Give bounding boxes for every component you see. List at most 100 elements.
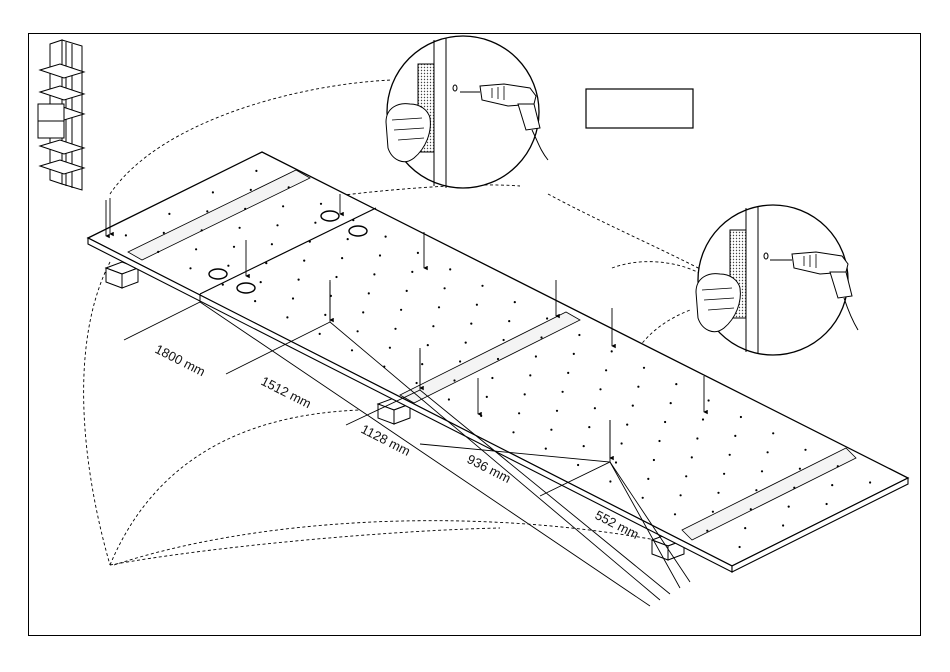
pilot-hole <box>470 323 472 325</box>
pilot-hole <box>260 281 262 283</box>
dimension-1800: 1800 mm <box>153 341 208 379</box>
pilot-hole <box>567 372 569 374</box>
pilot-hole <box>674 513 676 515</box>
pilot-hole <box>562 391 564 393</box>
pilot-hole <box>486 396 488 398</box>
pilot-hole <box>632 405 634 407</box>
pilot-hole <box>303 260 305 262</box>
label-box <box>586 89 693 128</box>
drill-detail-icon <box>386 36 548 188</box>
pilot-hole <box>664 421 666 423</box>
pilot-hole <box>826 503 828 505</box>
pilot-hole <box>254 300 256 302</box>
pilot-hole <box>804 449 806 451</box>
pilot-hole <box>385 236 387 238</box>
pilot-hole <box>244 208 246 210</box>
pilot-hole <box>524 393 526 395</box>
pilot-hole <box>799 468 801 470</box>
pilot-hole <box>189 267 191 269</box>
pilot-hole <box>670 402 672 404</box>
pilot-hole <box>702 418 704 420</box>
pilot-hole <box>691 456 693 458</box>
pilot-hole <box>368 292 370 294</box>
pilot-hole <box>594 407 596 409</box>
pilot-hole <box>540 336 542 338</box>
pilot-hole <box>480 415 482 417</box>
pilot-hole <box>750 508 752 510</box>
pilot-hole <box>837 465 839 467</box>
pilot-hole <box>438 306 440 308</box>
pilot-hole <box>250 189 252 191</box>
pilot-hole <box>744 527 746 529</box>
pilot-hole <box>212 191 214 193</box>
pilot-hole <box>611 350 613 352</box>
pilot-hole <box>782 524 784 526</box>
pilot-hole <box>508 320 510 322</box>
pilot-hole <box>739 546 741 548</box>
pilot-hole <box>599 388 601 390</box>
pilot-hole <box>658 440 660 442</box>
pilot-hole <box>239 227 241 229</box>
pilot-hole <box>573 353 575 355</box>
pilot-hole <box>352 219 354 221</box>
pilot-hole <box>767 451 769 453</box>
pilot-hole <box>400 309 402 311</box>
pilot-hole <box>271 243 273 245</box>
pilot-hole <box>347 238 349 240</box>
pilot-hole <box>449 268 451 270</box>
pilot-hole <box>276 224 278 226</box>
pilot-hole <box>168 213 170 215</box>
pilot-hole <box>341 257 343 259</box>
pilot-hole <box>653 459 655 461</box>
pilot-hole <box>675 383 677 385</box>
pilot-hole <box>529 374 531 376</box>
pilot-hole <box>421 363 423 365</box>
pilot-hole <box>157 251 159 253</box>
pilot-hole <box>319 333 321 335</box>
pilot-hole <box>373 273 375 275</box>
pilot-hole <box>615 461 617 463</box>
pilot-hole <box>512 431 514 433</box>
pilot-hole <box>453 379 455 381</box>
pilot-hole <box>577 464 579 466</box>
pilot-hole <box>578 334 580 336</box>
pilot-hole <box>583 445 585 447</box>
pilot-hole <box>314 222 316 224</box>
pilot-hole <box>288 186 290 188</box>
pilot-hole <box>643 367 645 369</box>
pilot-hole <box>206 210 208 212</box>
pilot-hole <box>546 317 548 319</box>
pilot-hole <box>696 437 698 439</box>
pilot-hole <box>588 426 590 428</box>
pilot-hole <box>535 355 537 357</box>
pilot-hole <box>406 290 408 292</box>
pilot-hole <box>286 316 288 318</box>
pilot-hole <box>491 377 493 379</box>
shelf-unit-thumbnail-icon <box>38 40 84 190</box>
pilot-hole <box>357 330 359 332</box>
pilot-hole <box>712 511 714 513</box>
pilot-hole <box>265 262 267 264</box>
pilot-hole <box>125 234 127 236</box>
pilot-hole <box>163 232 165 234</box>
pilot-hole <box>761 470 763 472</box>
pilot-hole <box>793 487 795 489</box>
pilot-hole <box>497 358 499 360</box>
pilot-hole <box>609 480 611 482</box>
pilot-hole <box>222 284 224 286</box>
pilot-hole <box>729 454 731 456</box>
pilot-hole <box>503 339 505 341</box>
pilot-hole <box>351 349 353 351</box>
pilot-hole <box>621 442 623 444</box>
pilot-hole <box>717 492 719 494</box>
pilot-hole <box>831 484 833 486</box>
pilot-hole <box>411 271 413 273</box>
pilot-hole <box>459 360 461 362</box>
pilot-hole <box>465 342 467 344</box>
pilot-hole <box>647 478 649 480</box>
pilot-hole <box>389 347 391 349</box>
pilot-hole <box>788 506 790 508</box>
pilot-hole <box>518 412 520 414</box>
pilot-hole <box>869 481 871 483</box>
pilot-hole <box>255 170 257 172</box>
